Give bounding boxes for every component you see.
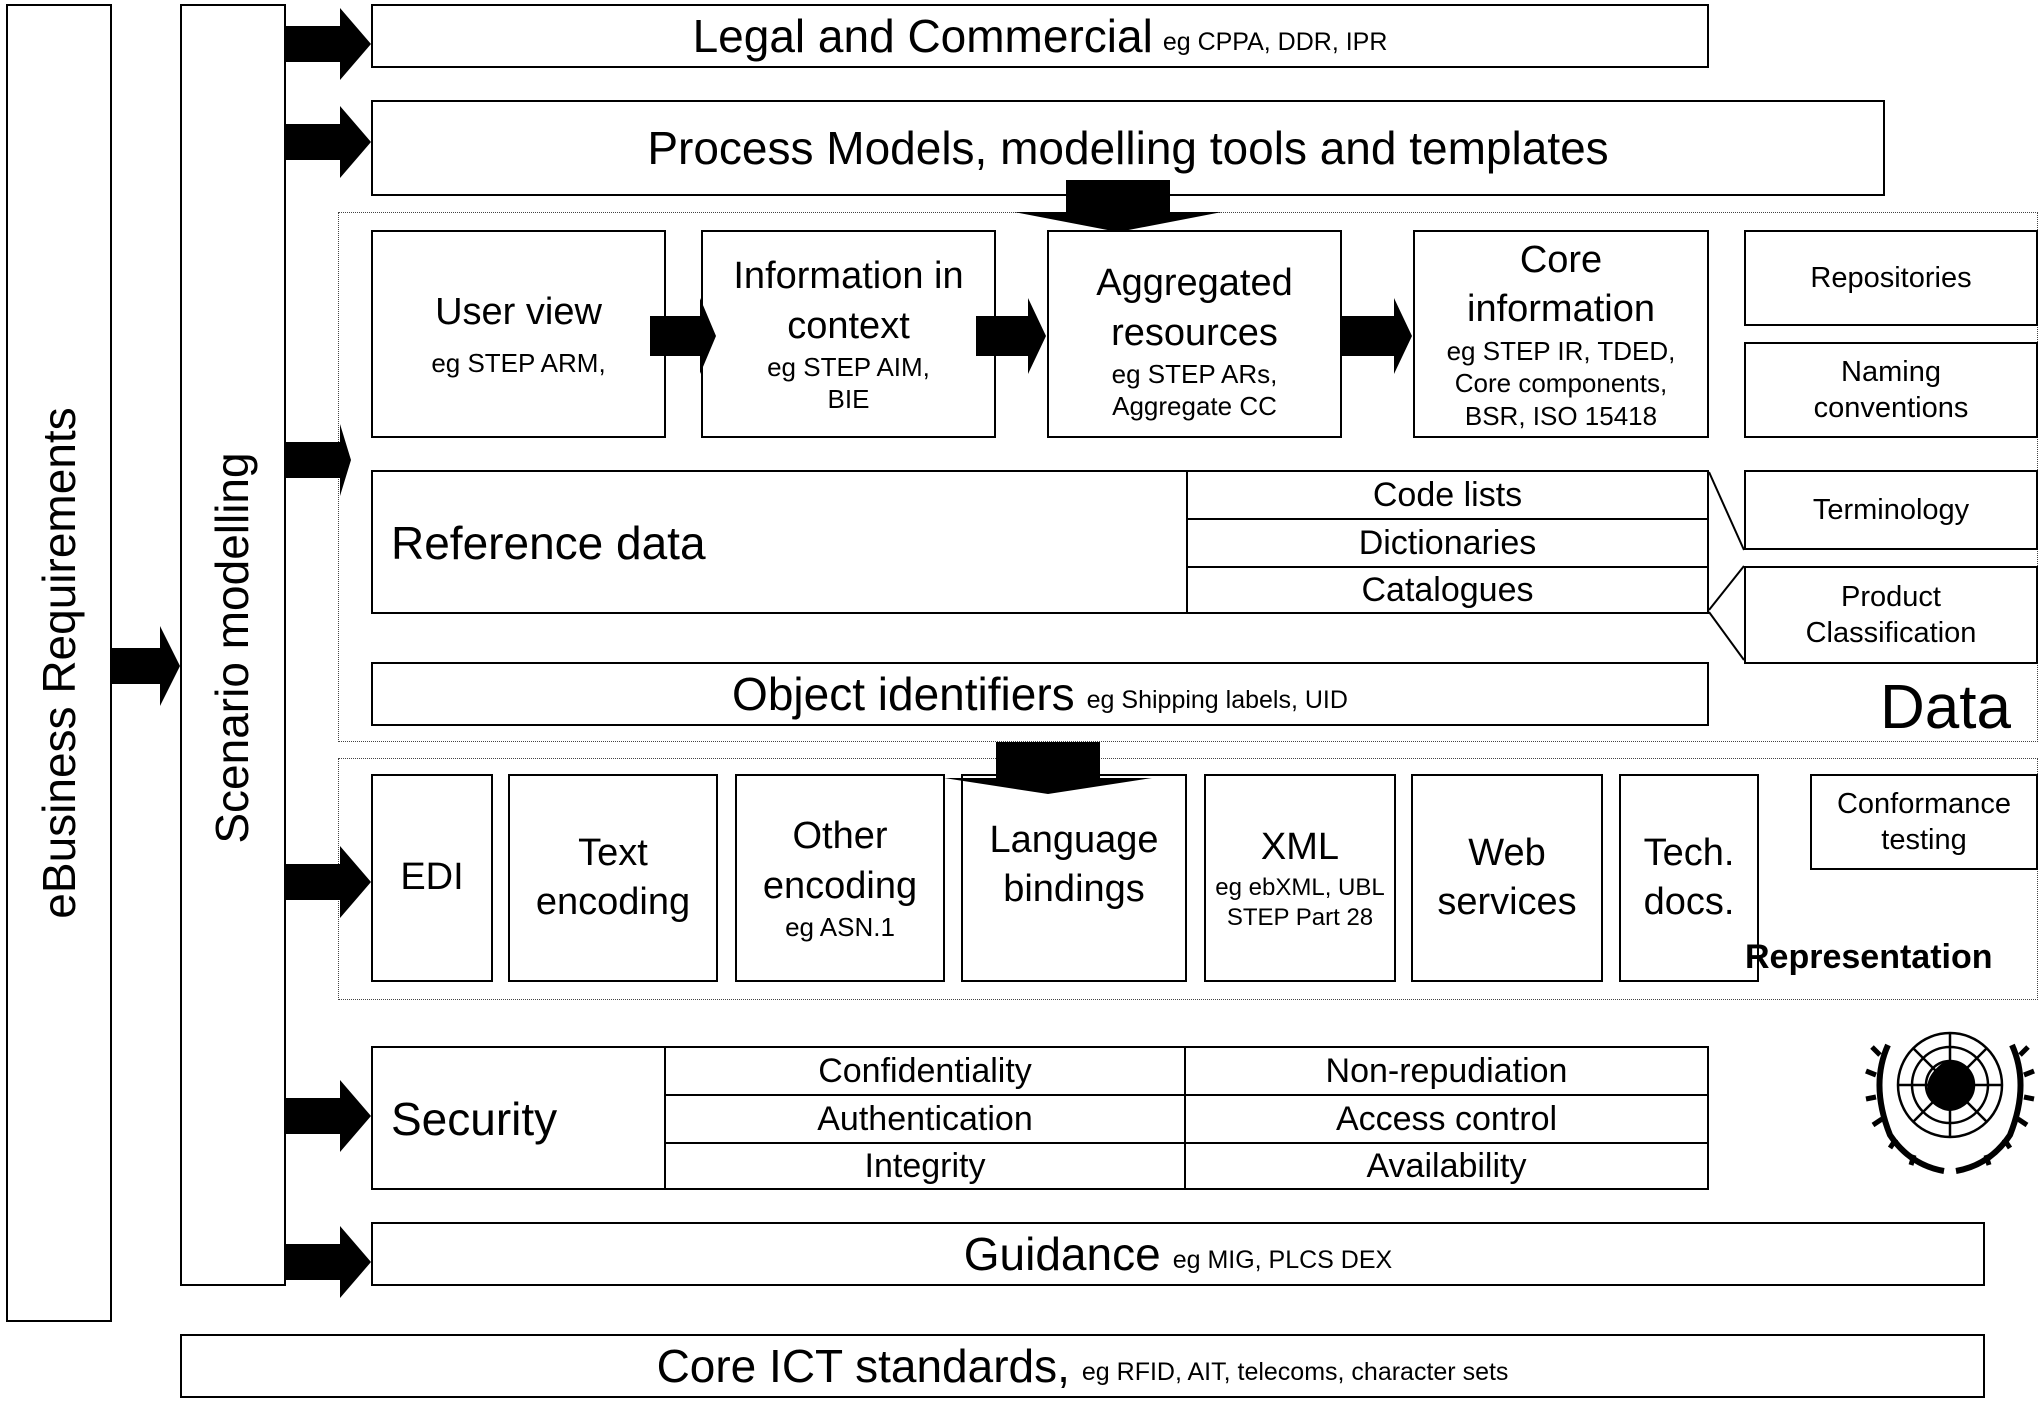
arrow-icon: [650, 298, 716, 374]
information-in-context-box: Information in context eg STEP AIM, BIE: [701, 230, 996, 438]
catalogues-label: Catalogues: [1361, 570, 1534, 609]
user-view-box: User view eg STEP ARM,: [371, 230, 666, 438]
arrow-icon: [286, 1080, 371, 1152]
catalogues-cell: Catalogues: [1186, 566, 1709, 614]
core-information-eg: eg STEP IR, TDED, Core components, BSR, …: [1446, 335, 1676, 431]
confidentiality-label: Confidentiality: [818, 1051, 1032, 1090]
object-identifiers-eg: eg Shipping labels, UID: [1086, 685, 1348, 714]
security-title: Security: [391, 1093, 558, 1145]
arrow-icon: [1342, 298, 1412, 374]
scenario-modelling-box: [180, 4, 286, 1286]
access-control-label: Access control: [1335, 1099, 1558, 1138]
tech-docs-box: Tech. docs.: [1619, 774, 1759, 982]
user-view-title: User view: [435, 291, 602, 334]
edi-label: EDI: [400, 856, 464, 899]
availability-label: Availability: [1366, 1146, 1527, 1185]
repositories-box: Repositories: [1744, 230, 2038, 326]
other-encoding-box: Other encoding eg ASN.1: [735, 774, 945, 982]
aggregated-resources-title: Aggregated resources: [1096, 262, 1293, 354]
guidance-eg: eg MIG, PLCS DEX: [1172, 1245, 1393, 1274]
conformance-testing-label: Conformance testing: [1836, 787, 2012, 856]
core-information-box: Core information eg STEP IR, TDED, Core …: [1413, 230, 1709, 438]
aggregated-resources-box: Aggregated resources eg STEP ARs, Aggreg…: [1047, 230, 1342, 438]
object-identifiers-title: Object identifiers: [732, 668, 1075, 720]
non-repudiation-label: Non-repudiation: [1325, 1051, 1568, 1090]
repositories-label: Repositories: [1810, 261, 1972, 294]
ebusiness-requirements-box: [6, 4, 112, 1322]
xml-title: XML: [1260, 826, 1340, 869]
authentication-cell: Authentication: [664, 1094, 1186, 1144]
object-identifiers-box: Object identifiers eg Shipping labels, U…: [371, 662, 1709, 726]
arrow-icon: [112, 626, 180, 706]
aggregated-resources-eg: eg STEP ARs, Aggregate CC: [1111, 358, 1278, 422]
un-emblem-icon: [1865, 1031, 2035, 1174]
data-label: Data: [1880, 673, 2011, 742]
integrity-label: Integrity: [864, 1146, 986, 1185]
code-lists-cell: Code lists: [1186, 470, 1709, 520]
xml-eg: eg ebXML, UBL STEP Part 28: [1215, 873, 1385, 931]
conformance-testing-box: Conformance testing: [1810, 774, 2038, 870]
code-lists-label: Code lists: [1372, 475, 1523, 514]
process-models-title: Process Models, modelling tools and temp…: [647, 122, 1609, 174]
text-encoding-box: Text encoding: [508, 774, 718, 982]
core-ict-eg: eg RFID, AIT, telecoms, character sets: [1081, 1357, 1509, 1386]
text-encoding-label: Text encoding: [535, 831, 691, 923]
other-encoding-title: Other encoding: [762, 815, 918, 907]
product-classification-label: Product Classification: [1805, 580, 1977, 649]
authentication-label: Authentication: [817, 1099, 1033, 1138]
other-encoding-eg: eg ASN.1: [785, 912, 895, 943]
terminology-label: Terminology: [1812, 493, 1970, 526]
arrow-icon: [944, 742, 1152, 794]
arrow-icon: [286, 106, 371, 178]
language-bindings-label: Language bindings: [989, 818, 1159, 910]
information-in-context-eg: eg STEP AIM, BIE: [767, 351, 930, 415]
edi-box: EDI: [371, 774, 493, 982]
access-control-cell: Access control: [1184, 1094, 1709, 1144]
arrow-icon: [286, 1226, 371, 1298]
naming-conventions-box: Naming conventions: [1744, 342, 2038, 438]
product-classification-box: Product Classification: [1744, 566, 2038, 664]
user-view-eg: eg STEP ARM,: [431, 348, 606, 379]
xml-box: XML eg ebXML, UBL STEP Part 28: [1204, 774, 1396, 982]
language-bindings-box: Language bindings: [961, 774, 1187, 982]
tech-docs-label: Tech. docs.: [1643, 831, 1735, 923]
guidance-title: Guidance: [963, 1228, 1161, 1280]
reference-data-title: Reference data: [391, 517, 706, 569]
arrow-icon: [286, 424, 351, 496]
arrow-icon: [976, 298, 1046, 374]
arrow-icon: [286, 846, 371, 918]
naming-conventions-label: Naming conventions: [1813, 355, 1969, 424]
dictionaries-label: Dictionaries: [1358, 523, 1537, 562]
legal-commercial-box: Legal and Commercial eg CPPA, DDR, IPR: [371, 4, 1709, 68]
arrow-icon: [1014, 180, 1222, 232]
information-in-context-title: Information in context: [733, 255, 964, 347]
core-ict-box: Core ICT standards, eg RFID, AIT, teleco…: [180, 1334, 1985, 1398]
representation-label: Representation: [1745, 938, 1993, 976]
integrity-cell: Integrity: [664, 1142, 1186, 1190]
web-services-box: Web services: [1411, 774, 1603, 982]
dictionaries-cell: Dictionaries: [1186, 518, 1709, 568]
core-information-title: Core information: [1467, 238, 1655, 331]
web-services-label: Web services: [1437, 831, 1577, 923]
core-ict-title: Core ICT standards,: [656, 1340, 1070, 1392]
legal-commercial-eg: eg CPPA, DDR, IPR: [1162, 27, 1388, 56]
availability-cell: Availability: [1184, 1142, 1709, 1190]
arrow-icon: [286, 8, 371, 80]
legal-commercial-title: Legal and Commercial: [692, 10, 1153, 62]
guidance-box: Guidance eg MIG, PLCS DEX: [371, 1222, 1985, 1286]
terminology-box: Terminology: [1744, 470, 2038, 550]
